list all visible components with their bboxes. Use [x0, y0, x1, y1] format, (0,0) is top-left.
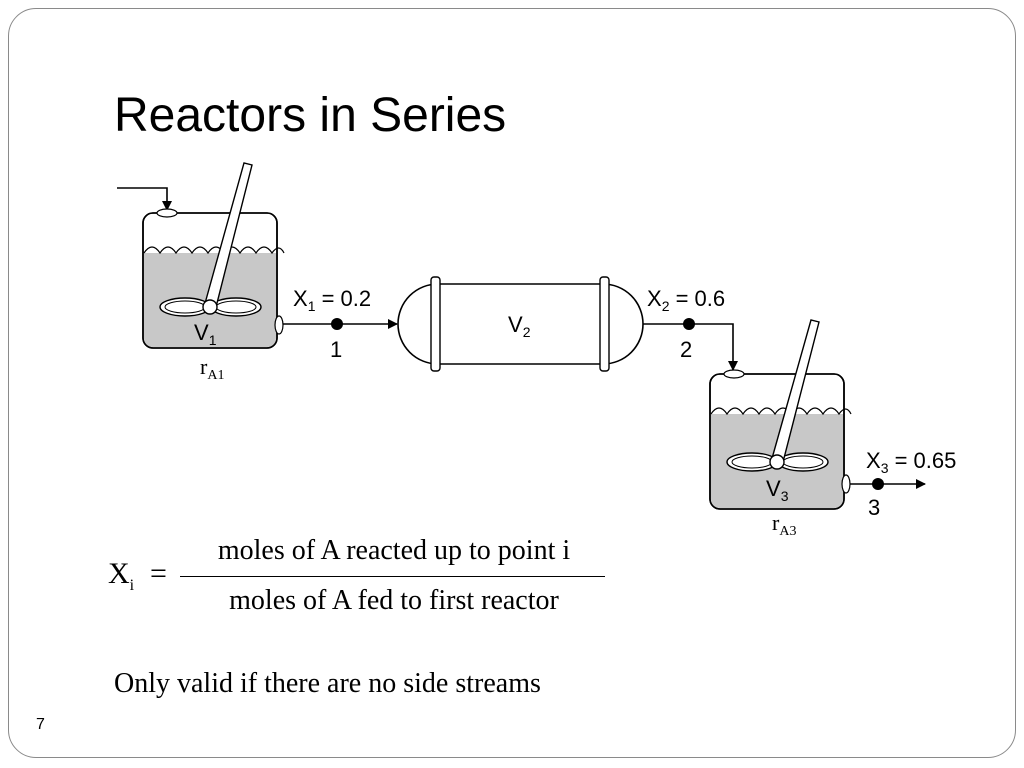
- point-2-label: 2: [680, 337, 692, 362]
- equation-numerator: moles of A reacted up to point i: [217, 535, 571, 566]
- feed-line: [117, 187, 172, 211]
- point-3-conversion: X3 = 0.65: [866, 448, 956, 476]
- reactor-2-pfr: [397, 276, 644, 372]
- reactor-3-rate-label: rA3: [772, 510, 796, 539]
- reactor-2-volume-label: V2: [508, 312, 531, 340]
- stream-2: [643, 318, 738, 371]
- point-2-marker: [683, 318, 695, 330]
- point-1-label: 1: [330, 337, 342, 362]
- point-1-marker: [331, 318, 343, 330]
- equation-denominator: moles of A fed to first reactor: [229, 585, 559, 616]
- slide-frame: [8, 8, 1016, 758]
- reactor-3-volume-label: V3: [766, 476, 789, 504]
- equation-lhs: Xi: [108, 557, 135, 594]
- slide-title: Reactors in Series: [114, 89, 507, 142]
- page-number: 7: [36, 716, 45, 733]
- point-3-label: 3: [868, 495, 880, 520]
- side-stream-note: Only valid if there are no side streams: [114, 668, 541, 699]
- point-1-conversion: X1 = 0.2: [293, 286, 371, 314]
- equation-equals: =: [150, 557, 167, 590]
- reactor-1-cstr: [142, 162, 285, 349]
- point-3-marker: [872, 478, 884, 490]
- fraction-bar: [180, 576, 605, 577]
- stream-3: [850, 478, 926, 490]
- point-2-conversion: X2 = 0.6: [647, 286, 725, 314]
- stream-1: [283, 318, 398, 330]
- reactor-1-rate-label: rA1: [200, 354, 224, 383]
- reactor-1-volume-label: V1: [194, 320, 217, 348]
- reactor-3-cstr: [709, 319, 852, 510]
